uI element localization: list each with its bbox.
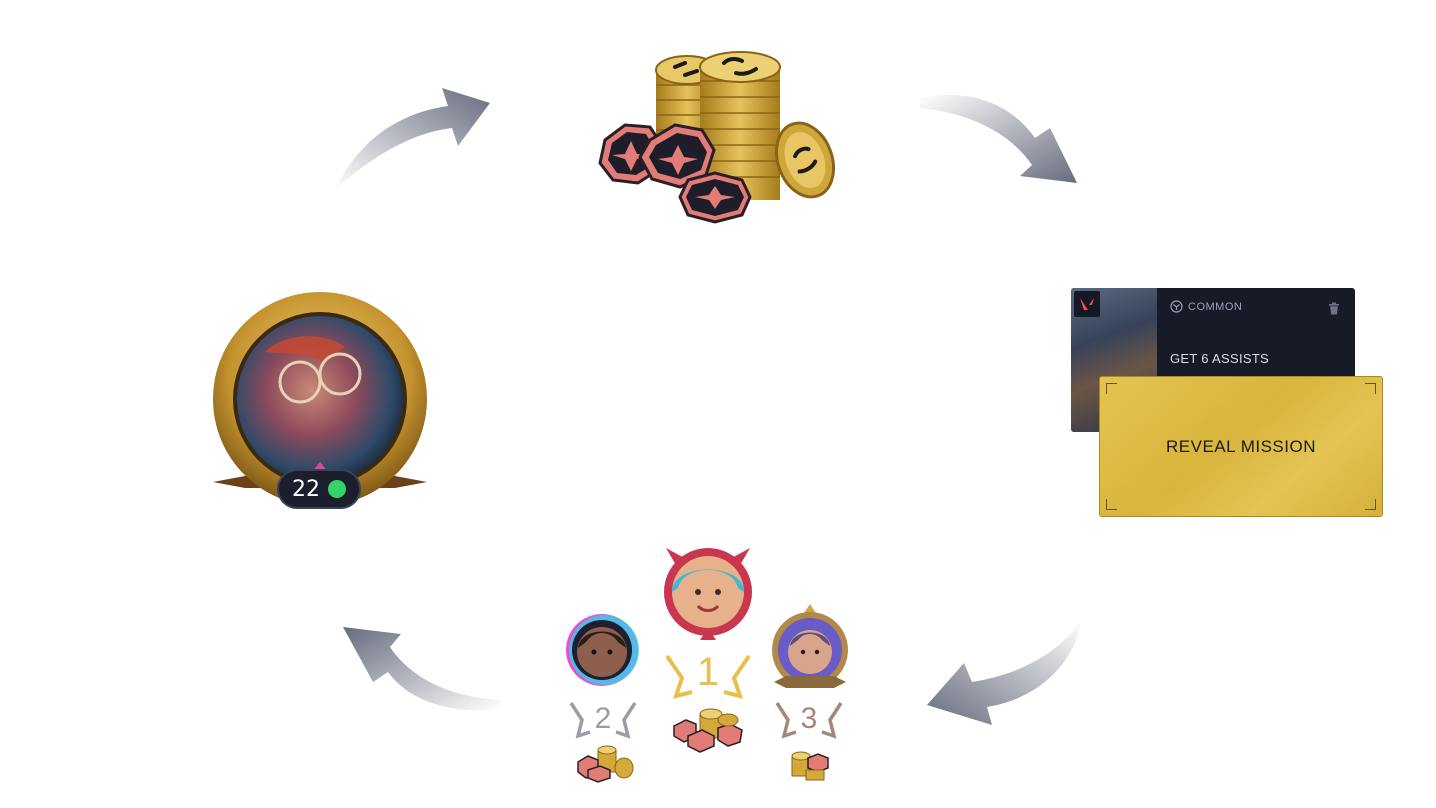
arrow-bottom-right <box>922 615 1087 730</box>
common-rarity-icon <box>1170 300 1183 313</box>
rank-3-coins-icon <box>788 748 832 784</box>
rank-3-laurel <box>774 700 844 740</box>
reveal-mission-button[interactable]: REVEAL MISSION <box>1099 376 1383 517</box>
arrow-bottom-left <box>338 622 503 717</box>
profile-avatar[interactable]: 22 <box>205 292 435 522</box>
level-number: 22 <box>292 476 320 502</box>
corner-bracket <box>1106 383 1117 394</box>
rarity-label: COMMON <box>1188 300 1243 313</box>
trash-icon[interactable] <box>1328 300 1340 319</box>
avatar-frame-icon <box>213 292 427 506</box>
reveal-mission-label: REVEAL MISSION <box>1166 436 1316 456</box>
level-badge: 22 <box>277 469 361 509</box>
coin-pile-icon <box>580 45 840 230</box>
rank-2-number: 2 <box>594 702 612 735</box>
rarity-row: COMMON <box>1170 300 1242 313</box>
podium-first-avatar <box>658 542 758 642</box>
mission-title: GET 6 ASSISTS <box>1170 351 1270 366</box>
rank-3-number: 3 <box>800 702 818 735</box>
rank-2-coins-icon <box>574 744 636 784</box>
rank-1-number: 1 <box>696 650 720 694</box>
podium-second-avatar <box>560 612 644 692</box>
rank-1-coins-icon <box>670 708 746 754</box>
corner-bracket <box>1106 499 1117 510</box>
rank-2-laurel <box>568 700 638 740</box>
arrow-top-left <box>330 78 500 198</box>
online-status-indicator <box>328 480 346 498</box>
arrow-top-right <box>915 88 1085 188</box>
rank-1-laurel <box>664 652 752 700</box>
podium-third-avatar <box>766 602 854 692</box>
corner-bracket <box>1365 499 1376 510</box>
valorant-icon <box>1074 291 1100 317</box>
corner-bracket <box>1365 383 1376 394</box>
